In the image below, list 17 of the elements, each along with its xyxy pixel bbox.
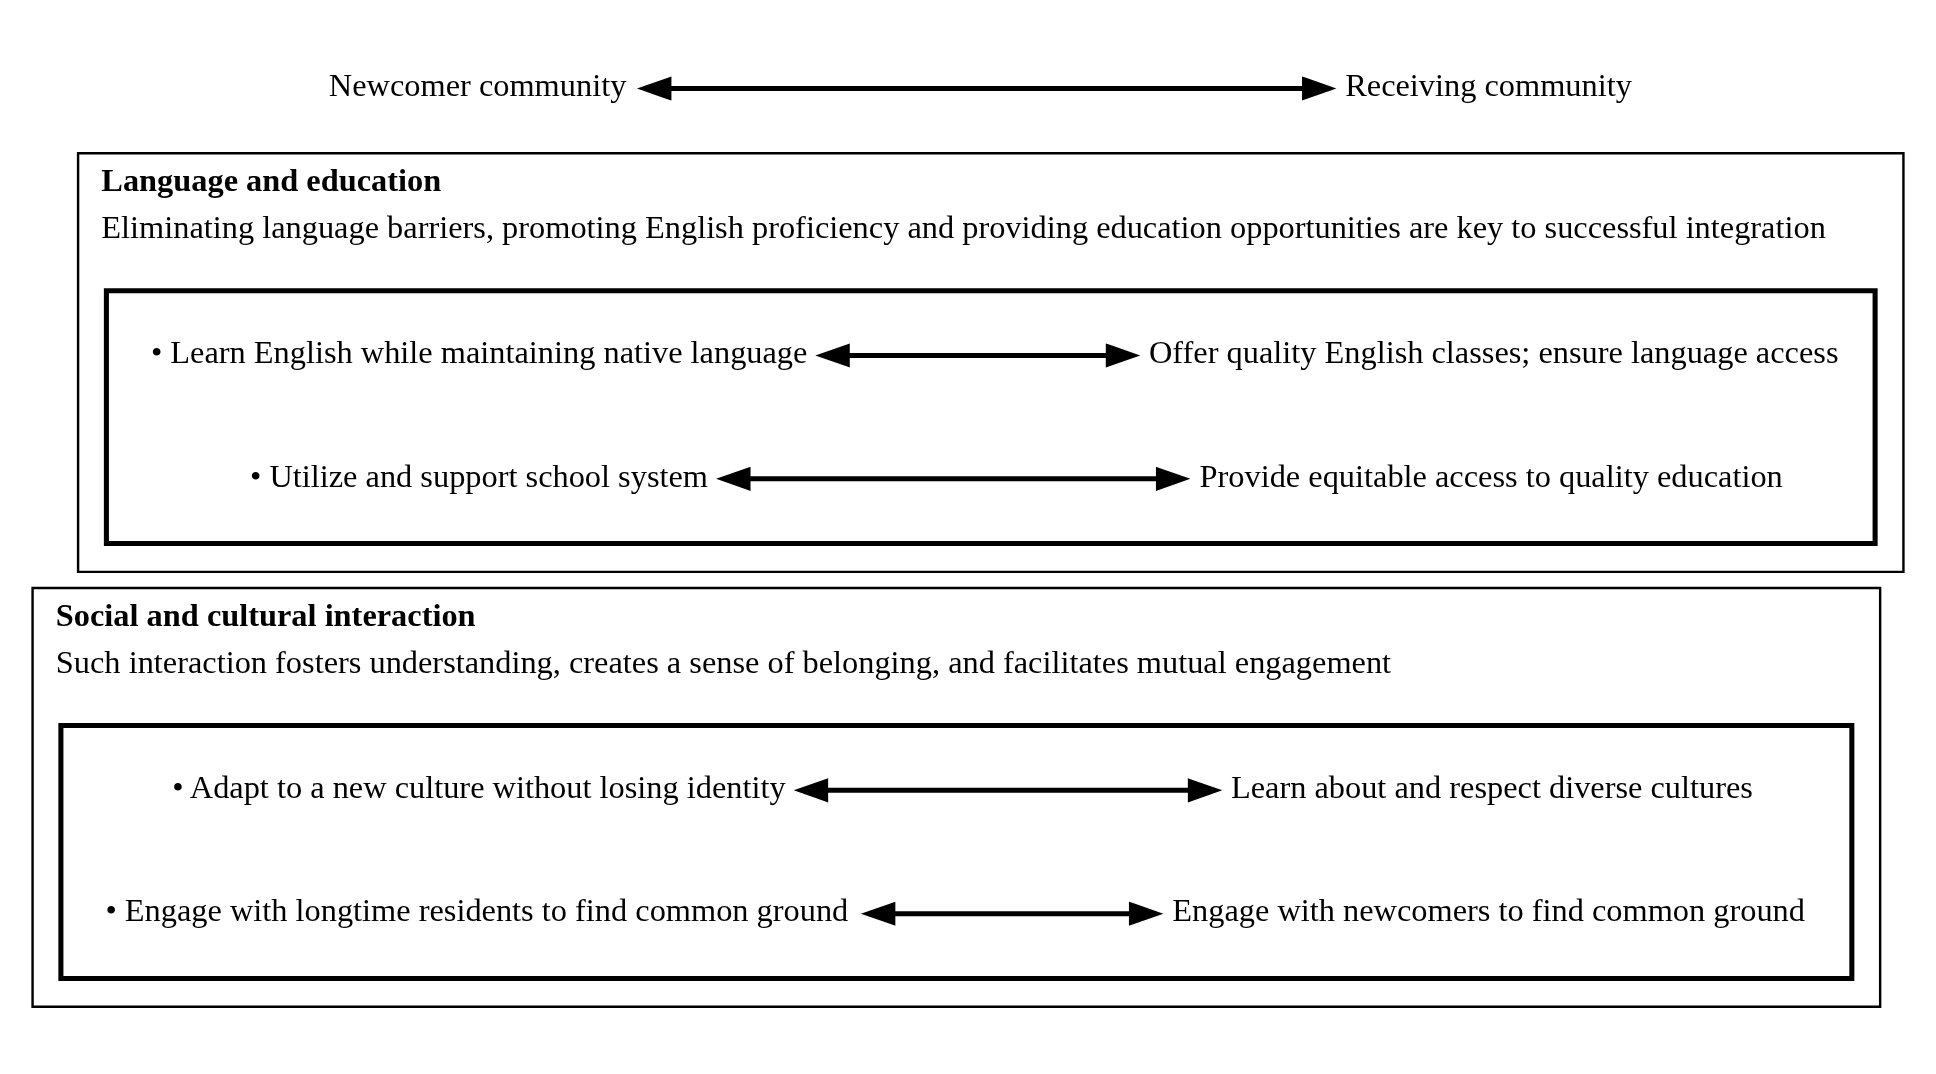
node-text: • Utilize and support school system [250, 457, 709, 494]
arrow [716, 466, 1191, 491]
arrow [793, 777, 1223, 802]
arrow [860, 901, 1164, 926]
node-text: • Learn English while maintaining native language [150, 333, 808, 370]
arrow [637, 75, 1337, 101]
cluster [103, 287, 1878, 546]
node-text: Receiving community [1345, 66, 1632, 103]
node-text: • Engage with longtime residents to find common ground [105, 891, 849, 928]
node-text: Learn about and respect diverse cultures [1230, 768, 1753, 805]
arrow [815, 342, 1141, 368]
node-text: Provide equitable access to quality education [1199, 457, 1783, 494]
node-text: Offer quality English classes; ensure language access [1149, 333, 1839, 370]
cluster [58, 722, 1855, 981]
node-text: Newcomer community [328, 66, 627, 103]
node-text: • Adapt to a new culture without losing identity [172, 768, 786, 805]
node-text: Engage with newcomers to find common ground [1172, 891, 1805, 928]
